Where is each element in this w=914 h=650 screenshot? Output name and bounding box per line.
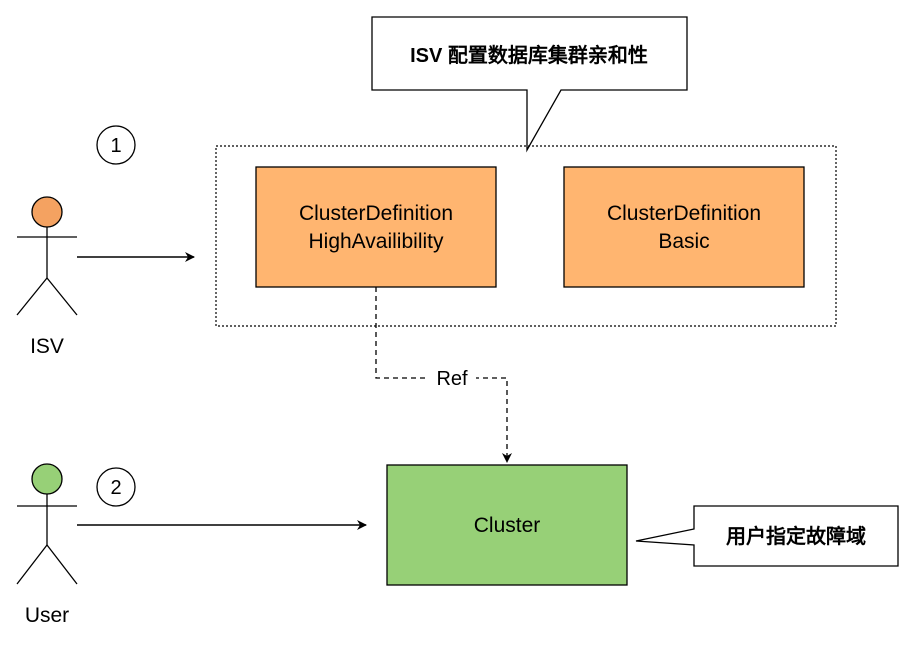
isv-affinity-callout-text: ISV 配置数据库集群亲和性 bbox=[410, 43, 648, 67]
user-fault-domain-callout-text: 用户指定故障域 bbox=[726, 524, 866, 548]
cluster-definition-basic-rect bbox=[563, 166, 805, 288]
cluster-definition-basic-line1: ClusterDefinition bbox=[607, 202, 761, 225]
cluster-definition-basic-line2: Basic bbox=[658, 230, 709, 253]
step-one-marker: 1 bbox=[96, 125, 136, 165]
step-one-circle bbox=[96, 125, 136, 165]
cluster-rect bbox=[386, 464, 628, 586]
isv-actor[interactable]: ISV bbox=[16, 196, 78, 358]
user-actor-right-leg bbox=[46, 544, 78, 585]
isv-actor-head bbox=[31, 196, 63, 228]
cluster-box[interactable]: Cluster bbox=[386, 464, 628, 586]
cluster-definition-group bbox=[215, 145, 837, 327]
isv-actor-right-leg bbox=[46, 277, 78, 316]
isv-affinity-callout-shape bbox=[371, 16, 688, 153]
step-two-marker: 2 bbox=[96, 467, 136, 507]
isv-actor-label: ISV bbox=[30, 335, 64, 358]
step-two-circle bbox=[96, 467, 136, 507]
cluster-definition-ha-line2: HighAvailibility bbox=[308, 230, 444, 253]
ref-label-bg bbox=[428, 366, 476, 390]
ref-edge-label: Ref bbox=[436, 368, 468, 390]
user-actor-left-leg bbox=[16, 544, 48, 585]
cluster-definition-ha-line1: ClusterDefinition bbox=[299, 202, 453, 225]
user-fault-domain-callout: 用户指定故障域 bbox=[635, 505, 899, 567]
cluster-definition-ha-box[interactable]: ClusterDefinition HighAvailibility bbox=[255, 166, 497, 288]
user-actor[interactable]: User bbox=[16, 463, 78, 627]
user-actor-label: User bbox=[25, 604, 69, 627]
isv-actor-left-leg bbox=[16, 277, 48, 316]
user-actor-head bbox=[31, 463, 63, 495]
step-one-number: 1 bbox=[110, 135, 121, 157]
isv-affinity-callout: ISV 配置数据库集群亲和性 bbox=[371, 16, 688, 153]
cluster-definition-ha-rect bbox=[255, 166, 497, 288]
cluster-label: Cluster bbox=[474, 514, 541, 537]
cluster-definition-basic-box[interactable]: ClusterDefinition Basic bbox=[563, 166, 805, 288]
step-two-number: 2 bbox=[110, 477, 121, 499]
user-fault-domain-callout-shape bbox=[635, 505, 899, 567]
